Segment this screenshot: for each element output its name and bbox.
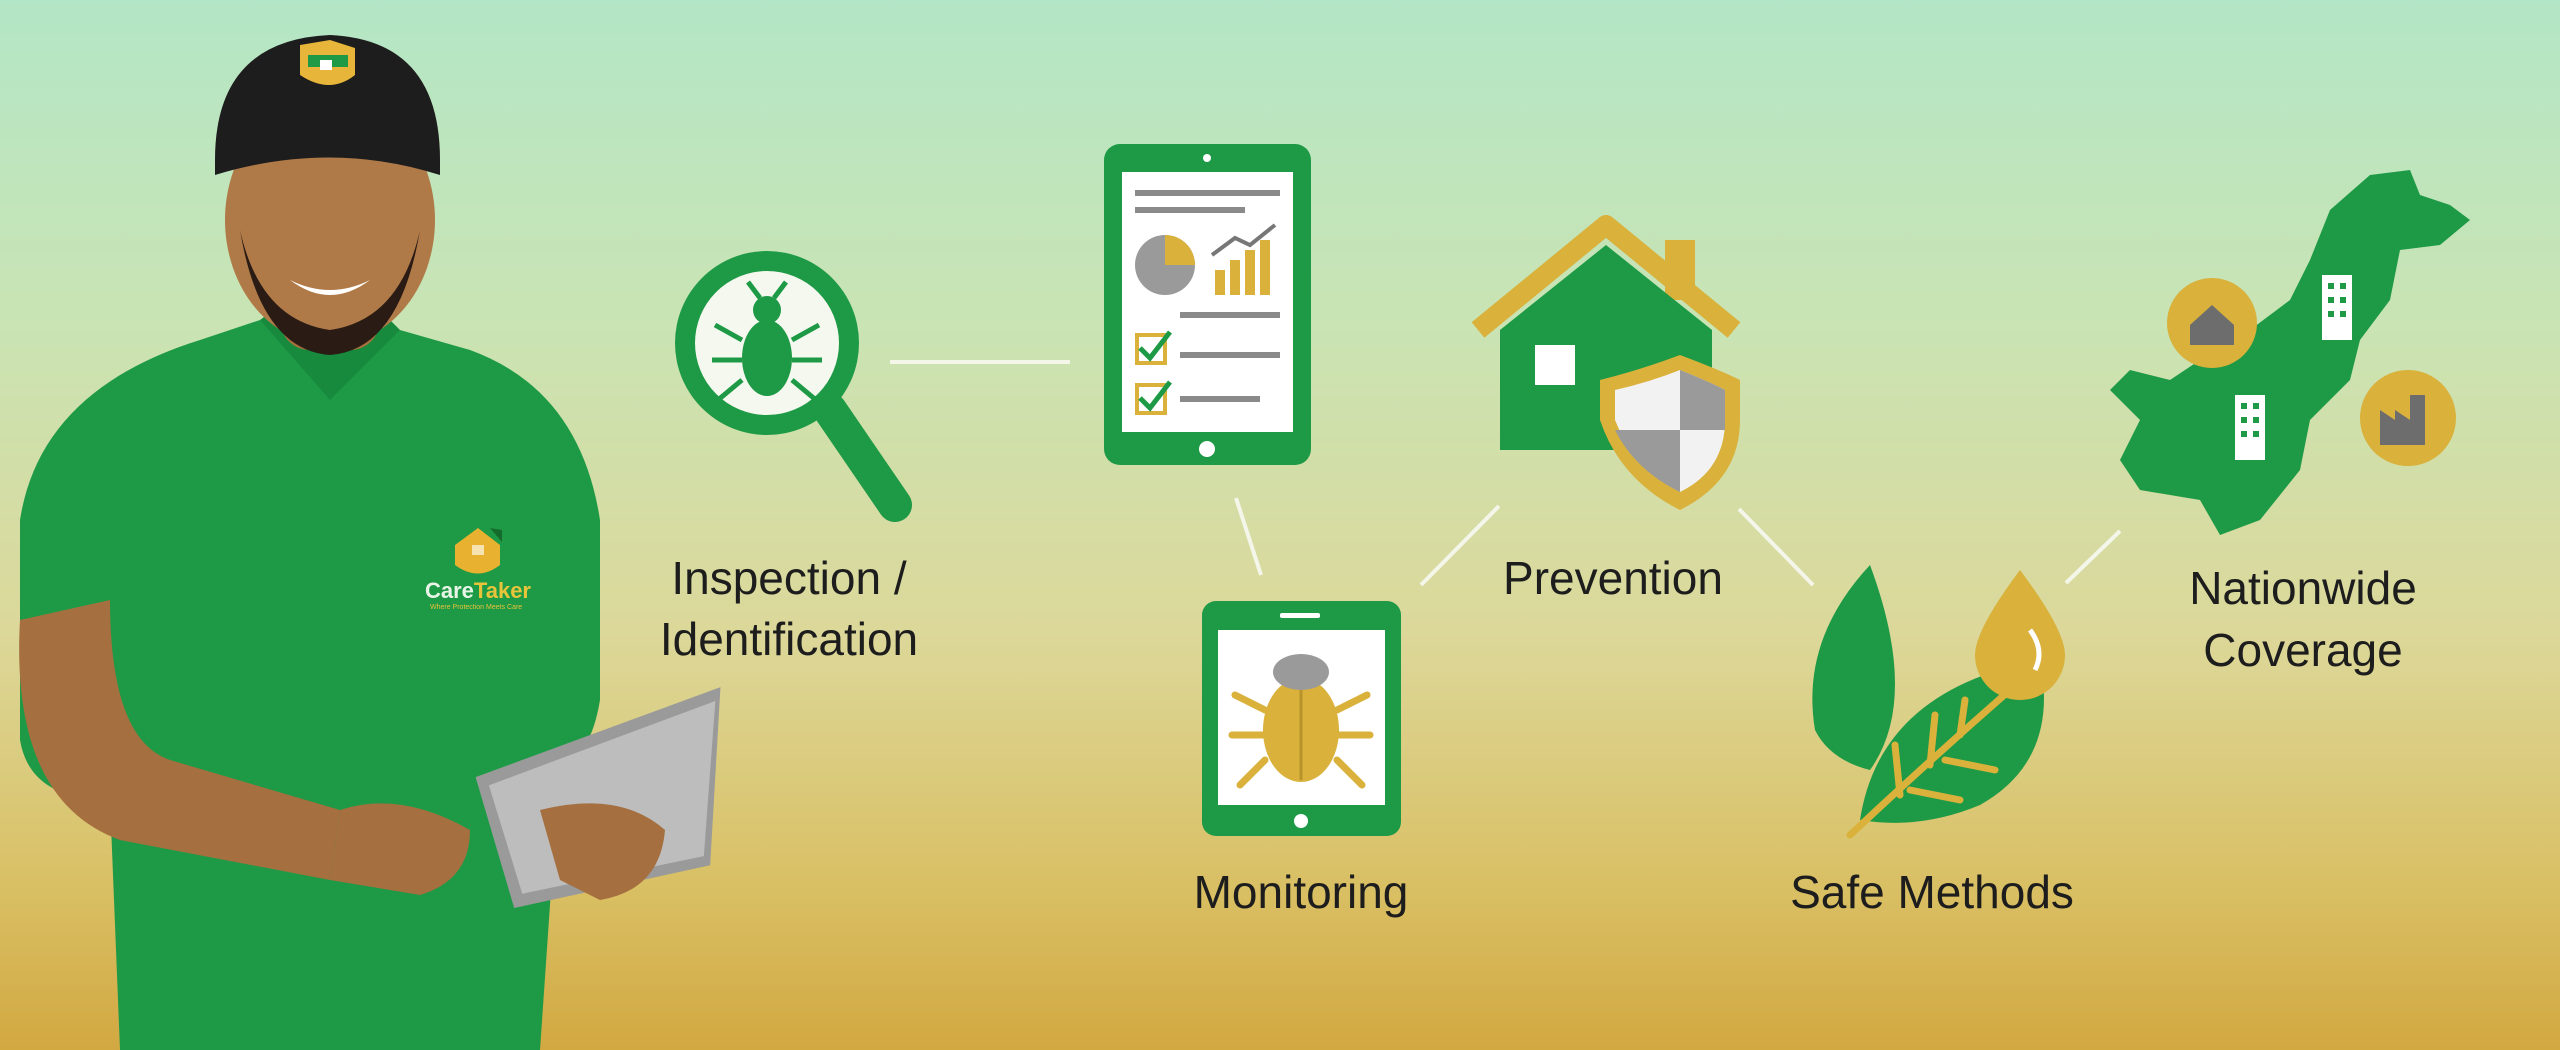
technician-figure: CareTaker Where Protection Meets Care <box>19 35 721 1050</box>
connector-lines <box>890 360 2122 587</box>
connector-line <box>1737 507 1815 587</box>
connector-line <box>1419 504 1501 587</box>
coverage-label: Coverage <box>2203 624 2402 676</box>
magnifier-bug-icon <box>675 251 912 522</box>
inspection-label: Inspection / <box>671 552 906 604</box>
nationwide-label: Nationwide <box>2189 562 2417 614</box>
brand-tagline: Where Protection Meets Care <box>430 604 522 611</box>
house-shield-icon <box>1471 215 1741 510</box>
report-tablet-icon <box>1104 144 1311 465</box>
prevention-label: Prevention <box>1503 552 1723 604</box>
caretaker-logo: CareTaker Where Protection Meets Care <box>425 528 531 611</box>
monitoring-label: Monitoring <box>1194 866 1409 918</box>
connector-line <box>2064 529 2122 585</box>
connector-line <box>1234 497 1263 576</box>
leaf-drop-icon <box>1812 565 2065 839</box>
identification-label: Identification <box>660 613 918 665</box>
safe-methods-label: Safe Methods <box>1790 866 2074 918</box>
pakistan-map-icon <box>2110 170 2470 535</box>
tablet-bug-icon <box>1202 601 1401 836</box>
brand-name: CareTaker <box>425 578 531 603</box>
